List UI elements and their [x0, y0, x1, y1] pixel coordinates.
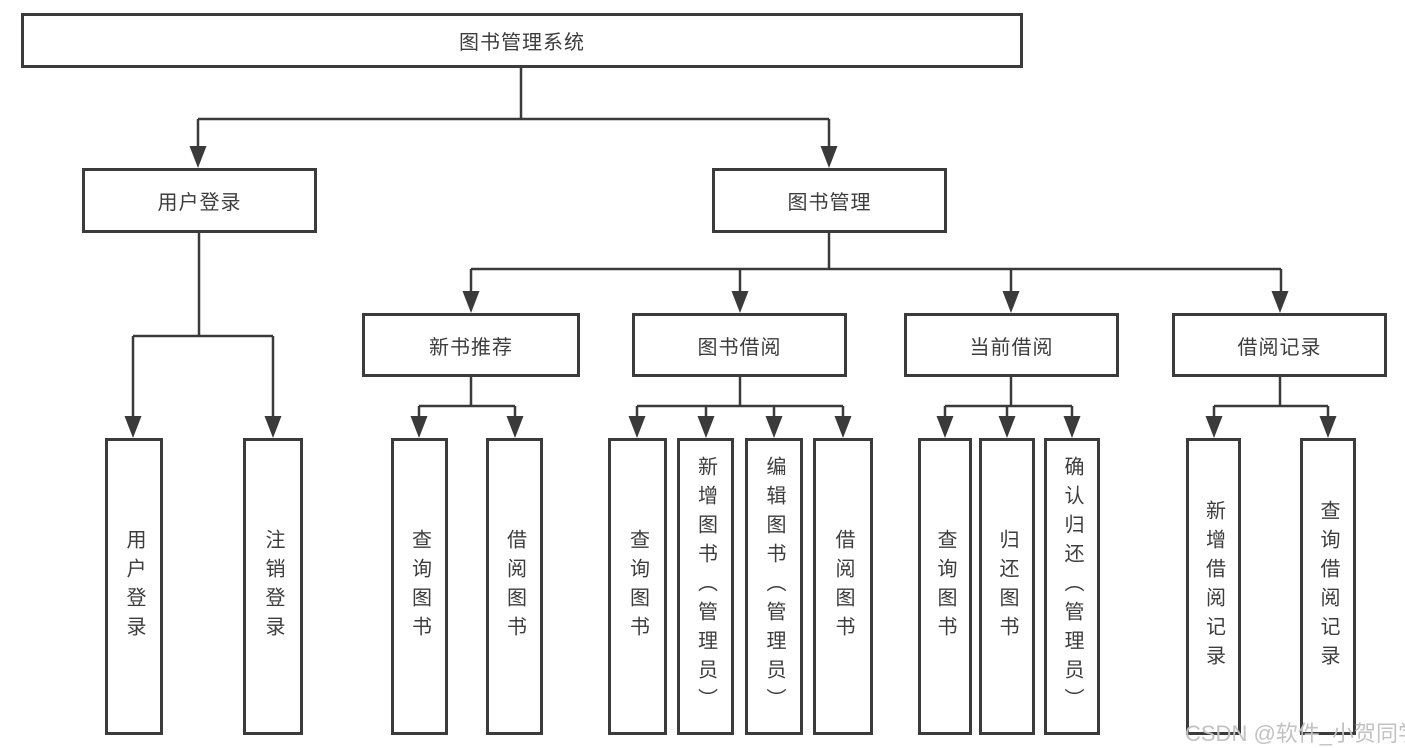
node-leaf-query-borrow-record: 查询借阅记录 [1300, 438, 1356, 735]
node-label: 查询借阅记录 [1317, 499, 1339, 674]
node-label: 注销登录 [262, 528, 284, 645]
node-label: 当前借阅 [969, 336, 1054, 359]
node-label: 借阅图书 [832, 528, 854, 645]
node-leaf-add-borrow-record: 新增借阅记录 [1186, 438, 1241, 735]
node-leaf-return-book: 归还图书 [979, 438, 1035, 735]
node-leaf-query-books-borrow: 查询图书 [608, 438, 667, 735]
node-label: 图书管理 [787, 192, 872, 214]
node-book-borrow: 图书借阅 [632, 313, 847, 377]
node-label: 编辑图书（管理员） [763, 456, 785, 717]
node-label: 查询图书 [408, 528, 431, 645]
node-leaf-confirm-return-admin: 确认归还（管理员） [1044, 438, 1100, 735]
node-leaf-query-books-recommend: 查询图书 [391, 438, 448, 735]
node-leaf-user-login: 用户登录 [105, 438, 163, 735]
node-label: 图书借阅 [697, 336, 782, 359]
node-book-management: 图书管理 [712, 168, 947, 233]
node-label: 新增图书（管理员） [694, 456, 717, 717]
node-leaf-borrow-books: 借阅图书 [813, 438, 873, 735]
node-leaf-edit-book-admin: 编辑图书（管理员） [745, 438, 803, 735]
node-label: 新增借阅记录 [1202, 499, 1225, 674]
node-leaf-query-books-current: 查询图书 [918, 438, 972, 735]
node-label: 用户登录 [123, 528, 145, 645]
node-label: 用户登录 [157, 192, 242, 214]
node-label: 查询图书 [934, 528, 956, 645]
node-new-book-recommend: 新书推荐 [362, 313, 580, 377]
node-label: 图书管理系统 [459, 32, 585, 54]
node-label: 查询图书 [626, 528, 649, 645]
node-label: 借阅记录 [1237, 336, 1322, 359]
node-borrow-records: 借阅记录 [1172, 313, 1387, 377]
node-label: 借阅图书 [503, 528, 526, 645]
node-label: 新书推荐 [429, 336, 513, 359]
node-leaf-borrow-books-recommend: 借阅图书 [486, 438, 543, 735]
node-library-management-system: 图书管理系统 [21, 13, 1023, 68]
node-current-borrow: 当前借阅 [904, 313, 1119, 377]
node-leaf-logout: 注销登录 [243, 438, 303, 735]
node-user-login: 用户登录 [82, 168, 317, 233]
node-label: 归还图书 [996, 528, 1018, 645]
watermark: CSDN @软件_小贺同学 [1185, 721, 1405, 746]
node-leaf-add-book-admin: 新增图书（管理员） [677, 438, 734, 735]
node-label: 确认归还（管理员） [1061, 456, 1083, 717]
